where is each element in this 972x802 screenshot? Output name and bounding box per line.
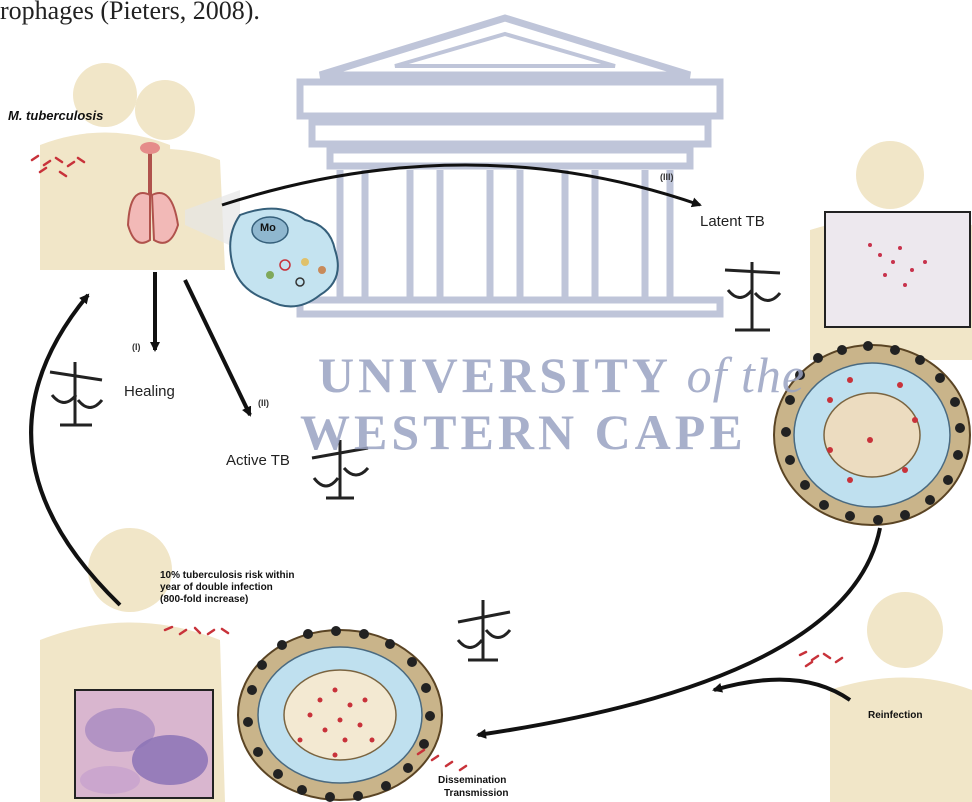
- arrow-to-active: [185, 280, 250, 415]
- transmission-label: Transmission: [444, 788, 508, 800]
- watermark-university: UNIVERSITY: [318, 347, 670, 403]
- stage-iii-label: (III): [660, 172, 674, 182]
- pathogen-label: M. tuberculosis: [8, 108, 103, 123]
- stage-i-label: (I): [132, 342, 141, 352]
- histology-image-active: [75, 690, 213, 798]
- watermark-line1: UNIVERSITY of the: [318, 346, 805, 404]
- histology-image-latent: [825, 212, 970, 327]
- active-tb-label: Active TB: [226, 452, 290, 469]
- balance-scale-icon: [458, 600, 510, 660]
- dissemination-label: Dissemination: [438, 775, 506, 787]
- balance-scale-icon: [725, 262, 780, 330]
- person-silhouette-reinfection: [830, 592, 972, 802]
- watermark-line2: WESTERN CAPE: [300, 403, 747, 461]
- arrow-to-latent: [222, 165, 700, 205]
- reinfection-label: Reinfection: [868, 710, 922, 722]
- risk-label-line3: (800-fold increase): [160, 594, 248, 606]
- stage-ii-label: (II): [258, 398, 269, 408]
- watermark-of-the: of the: [687, 347, 805, 403]
- arrow-latent-to-active: [478, 528, 880, 735]
- macrophage-cell: [230, 209, 338, 307]
- watermark-western-cape: WESTERN CAPE: [300, 404, 747, 460]
- risk-label-line1: 10% tuberculosis risk within: [160, 570, 294, 582]
- macrophage-label: Mo: [260, 222, 276, 234]
- latent-tb-label: Latent TB: [700, 213, 765, 230]
- granuloma-active: [238, 626, 442, 802]
- arrow-reinfection: [714, 680, 850, 700]
- page-caption: rophages (Pieters, 2008).: [0, 0, 260, 26]
- balance-scale-icon: [50, 362, 102, 425]
- risk-label-line2: year of double infection: [160, 582, 273, 594]
- healing-label: Healing: [124, 383, 175, 400]
